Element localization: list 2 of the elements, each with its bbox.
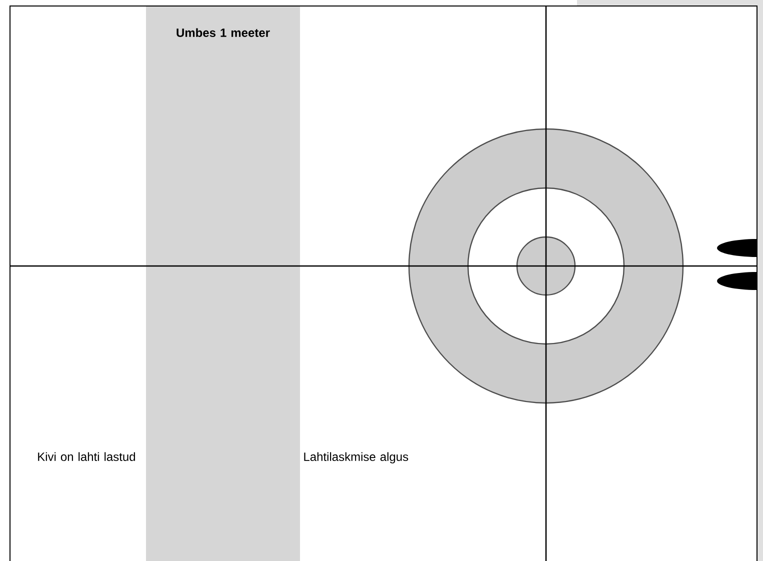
band: Umbes 1 meeter	[146, 6, 300, 561]
note-text: Kivi on lahti lastud	[38, 452, 135, 461]
